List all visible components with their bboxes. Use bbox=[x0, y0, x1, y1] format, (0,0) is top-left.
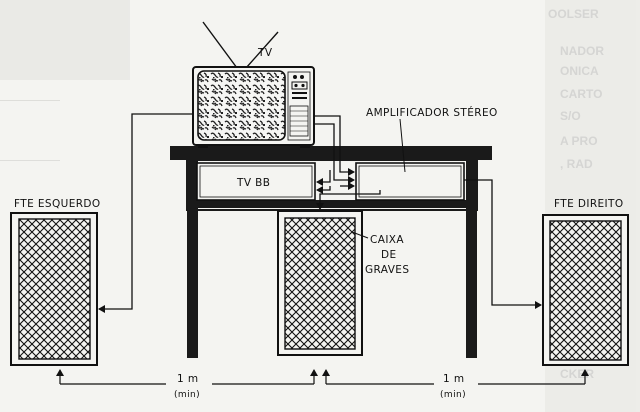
tv-set bbox=[192, 21, 315, 148]
amplifier-leader-line bbox=[399, 118, 406, 173]
wire-subwoofer bbox=[316, 190, 381, 210]
svg-text:S/O: S/O bbox=[560, 109, 581, 123]
subwoofer-leader-line bbox=[351, 231, 369, 239]
svg-text:OOLSER: OOLSER bbox=[548, 7, 599, 21]
left-speaker bbox=[10, 212, 98, 366]
subwoofer-label-line1: CAIXA bbox=[370, 234, 404, 246]
tv-control-panel bbox=[287, 71, 311, 141]
wire-right-speaker bbox=[464, 179, 542, 309]
distance-right-label: 1 m bbox=[443, 373, 464, 385]
tv-knob-icon bbox=[293, 75, 297, 79]
right-speaker-label: FTE DIREITO bbox=[554, 198, 624, 210]
svg-text:CKER: CKER bbox=[560, 367, 594, 381]
wire-tv-to-amplifier-2 bbox=[314, 123, 355, 184]
svg-text:NADOR: NADOR bbox=[560, 44, 604, 58]
svg-text:, RAD: , RAD bbox=[560, 157, 593, 171]
wire-left-speaker bbox=[98, 113, 192, 313]
table-leg-right bbox=[466, 160, 477, 358]
tv-knob-icon bbox=[300, 75, 304, 79]
tv-bb-label: TV BB bbox=[236, 177, 270, 189]
tv-bb-unit bbox=[196, 162, 316, 201]
distance-right-note: (min) bbox=[440, 390, 466, 400]
distance-left-note: (min) bbox=[174, 390, 200, 400]
svg-text:A PRO: A PRO bbox=[560, 134, 598, 148]
table-shelf-rail bbox=[187, 200, 477, 208]
subwoofer-label-line3: GRAVES bbox=[365, 264, 409, 276]
subwoofer-label-line2: DE bbox=[381, 249, 397, 261]
wire-tv-to-amplifier bbox=[314, 115, 355, 176]
wire-amp-to-tvbb bbox=[316, 170, 331, 186]
distance-left-label: 1 m bbox=[177, 373, 198, 385]
svg-text:CARTO: CARTO bbox=[560, 87, 602, 101]
subwoofer bbox=[277, 210, 363, 356]
wiring bbox=[98, 113, 542, 313]
tv-antenna-left bbox=[202, 21, 238, 69]
distance-indicators bbox=[56, 369, 589, 385]
tv-screen bbox=[197, 70, 286, 141]
wire-amp-to-tvbb-2 bbox=[316, 186, 331, 194]
table-top bbox=[170, 146, 492, 160]
amplifier-label: AMPLIFICADOR STÉREO bbox=[366, 106, 498, 119]
right-speaker bbox=[542, 214, 629, 366]
left-speaker-grille bbox=[18, 218, 91, 360]
subwoofer-grille bbox=[284, 217, 356, 350]
tv-label: TV bbox=[257, 47, 273, 59]
svg-text:ONICA: ONICA bbox=[560, 64, 599, 78]
table-leg-left bbox=[187, 160, 198, 358]
tv-antenna-right bbox=[245, 31, 279, 69]
right-speaker-grille bbox=[549, 220, 622, 361]
left-speaker-label: FTE ESQUERDO bbox=[14, 198, 101, 210]
